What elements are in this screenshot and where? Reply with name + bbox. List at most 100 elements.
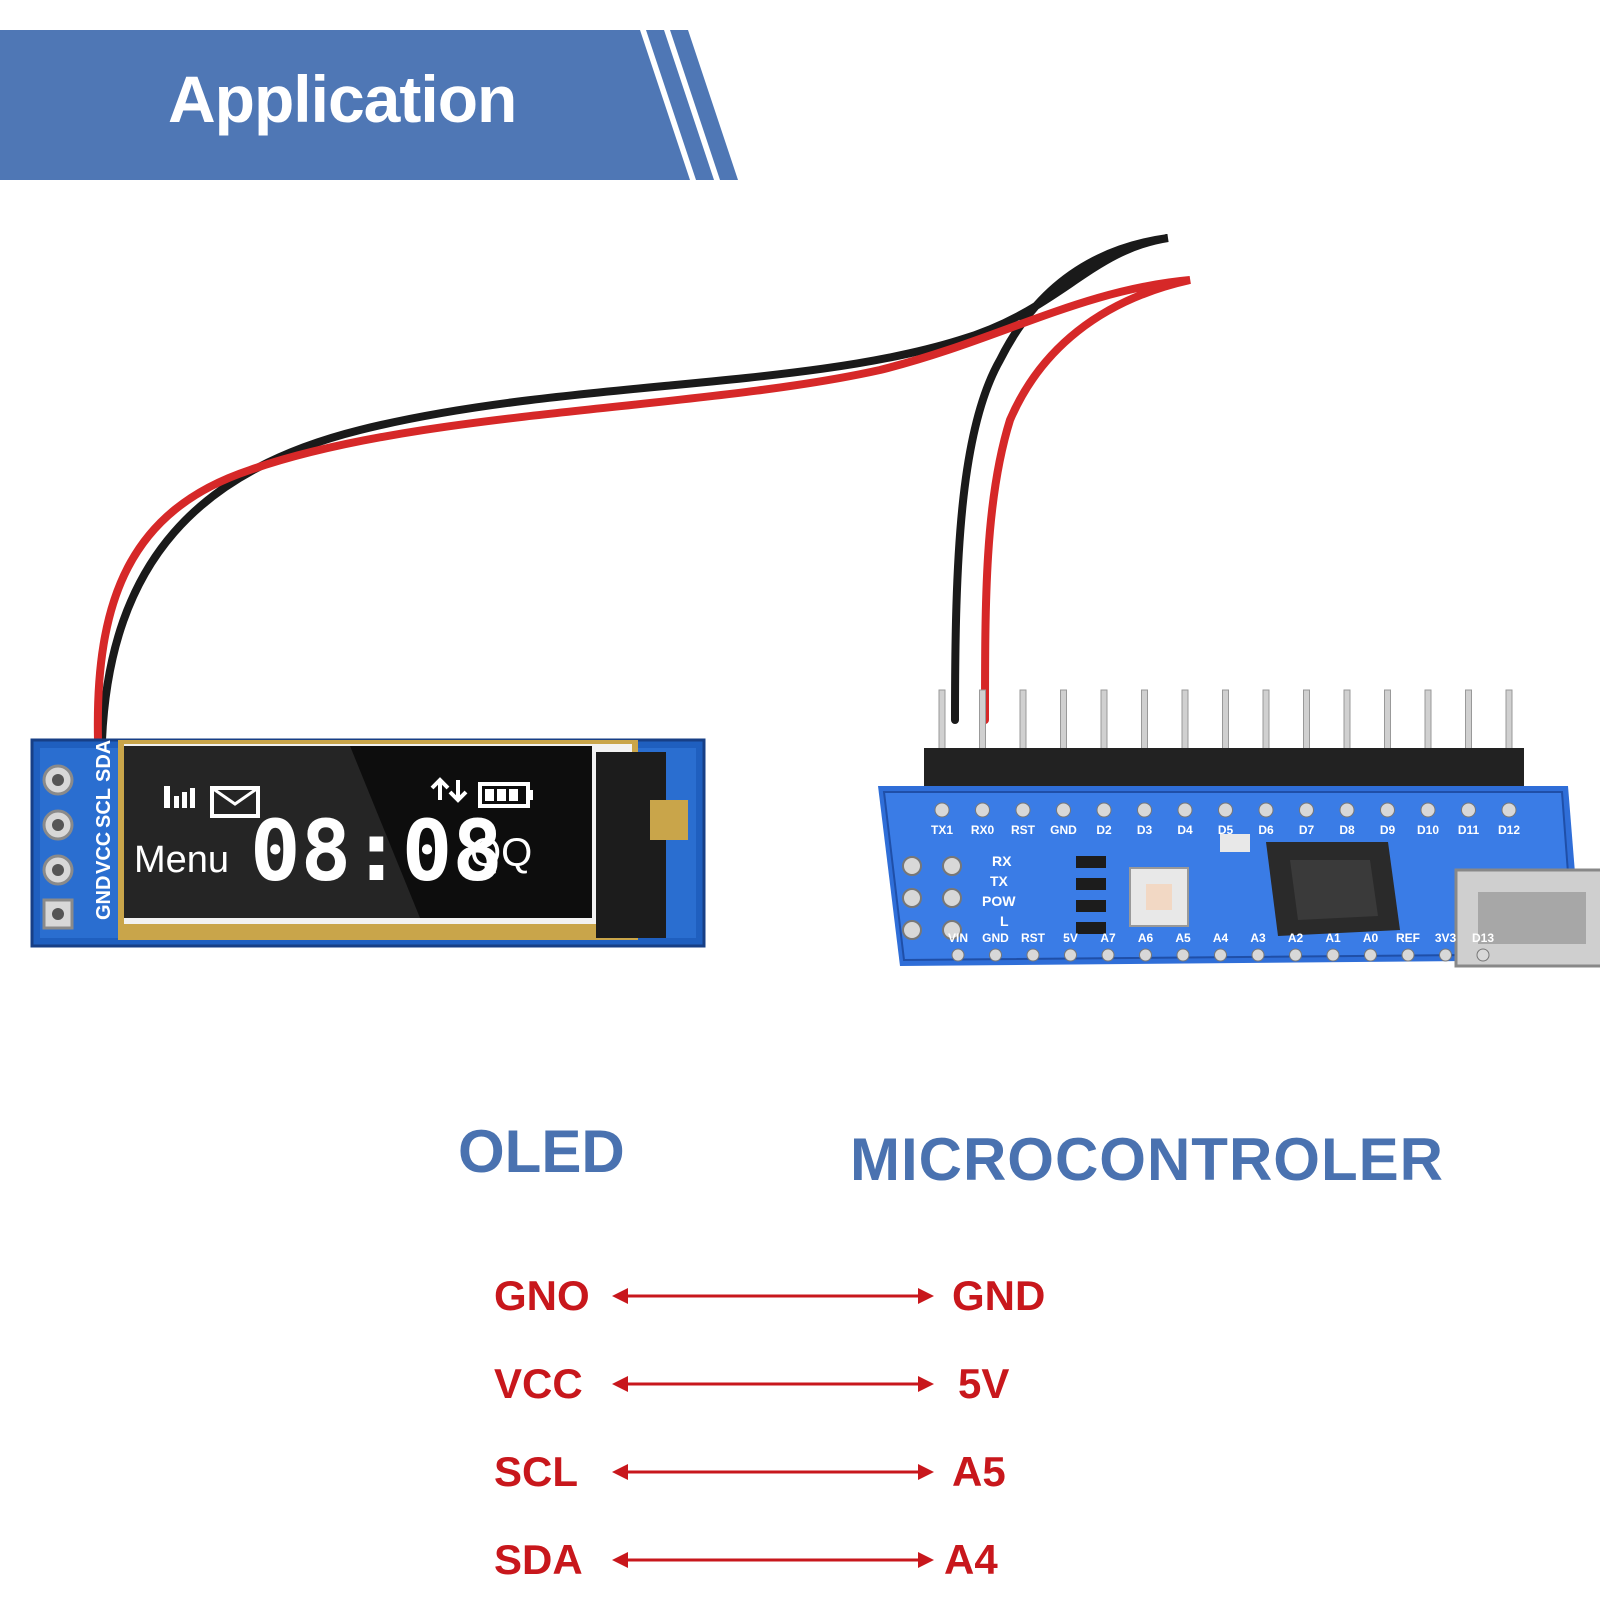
mcu-led-l: L — [1000, 913, 1009, 929]
banner-title: Application — [168, 62, 517, 136]
mcu-top-pin-label: GND — [1050, 823, 1077, 837]
oled-pin-label: SCL — [494, 1448, 578, 1495]
oled-pin-gnd: GND — [93, 876, 115, 920]
oled-pin-label: GNO — [494, 1272, 590, 1319]
solder-pad — [1401, 948, 1415, 962]
mcu-top-pin-label: D12 — [1498, 823, 1520, 837]
connection-row-scl: SCL A5 — [0, 1442, 1600, 1502]
solder-pad — [1476, 948, 1490, 962]
connection-row-sda: SDA A4 — [0, 1530, 1600, 1590]
header-pin — [1384, 689, 1391, 751]
mcu-top-pin-label: D4 — [1177, 823, 1193, 837]
mcu-led-rx: RX — [992, 853, 1012, 869]
double-arrow-icon — [612, 1288, 934, 1304]
solder-pad — [1420, 802, 1436, 818]
solder-pad — [1139, 948, 1152, 962]
mcu-top-pin-label: D5 — [1218, 823, 1234, 837]
mcu-top-pin-label: RST — [1011, 823, 1036, 837]
solder-pad — [1096, 802, 1112, 818]
solder-pad — [1501, 802, 1517, 818]
mcu-bottom-pin-label: D13 — [1472, 931, 1494, 945]
double-arrow-icon — [612, 1552, 934, 1568]
mcu-pin-label: GND — [952, 1272, 1046, 1319]
solder-pad — [1364, 948, 1377, 962]
mcu-top-pin-label: D11 — [1458, 823, 1480, 837]
mcu-top-pin-label: D2 — [1096, 823, 1112, 837]
oled-menu-text: Menu — [134, 839, 229, 881]
solder-pad — [1258, 802, 1274, 818]
solder-pad — [1056, 802, 1071, 818]
header-pin — [979, 689, 986, 751]
solder-pad — [1289, 948, 1302, 962]
mcu-bottom-pin-label: A0 — [1363, 931, 1379, 945]
oled-pin-label: VCC — [494, 1360, 583, 1407]
mcu-pin-label: A5 — [952, 1448, 1006, 1495]
header-pin — [938, 689, 946, 751]
black-wire — [98, 234, 1169, 744]
connection-row-gnd: GNO GND — [0, 1266, 1600, 1326]
mcu-bottom-pin-label: VIN — [948, 931, 968, 945]
oled-heading: OLED — [458, 1118, 625, 1185]
header-pin — [1505, 689, 1513, 751]
mcu-heading: MICROCONTROLER — [850, 1126, 1444, 1193]
solder-pad — [1218, 802, 1233, 818]
oled-pin-sda: SDA — [93, 740, 115, 782]
mcu-led-pow: POW — [982, 893, 1016, 909]
banner — [0, 30, 738, 180]
double-arrow-icon — [612, 1376, 934, 1392]
mcu-top-pin-label: D6 — [1258, 823, 1274, 837]
header-pin — [1303, 689, 1310, 751]
mcu-top-pin-label: D10 — [1417, 823, 1439, 837]
mcu-bottom-pin-label: A3 — [1250, 931, 1266, 945]
mcu-bottom-pin-label: GND — [982, 931, 1009, 945]
connection-row-vcc: VCC 5V — [0, 1354, 1600, 1414]
solder-pad — [1026, 948, 1040, 962]
mcu-top-pin-label: RX0 — [971, 823, 995, 837]
oled-module: Menu 08:08 QQ GND VCC SCL SDA — [30, 738, 706, 948]
double-arrow-icon — [612, 1464, 934, 1480]
solder-pad — [1176, 948, 1190, 962]
solder-pad — [1251, 948, 1265, 962]
header-pin — [1343, 689, 1351, 751]
header-pin — [1100, 689, 1108, 751]
solder-pad — [1015, 802, 1031, 818]
oled-pin-scl: SCL — [93, 788, 115, 828]
oled-time-text: 08:08 — [250, 802, 503, 900]
oled-app-text: QQ — [470, 831, 532, 875]
header-pin — [1141, 689, 1148, 751]
mcu-bottom-pin-label: 3V3 — [1435, 931, 1457, 945]
mcu-bottom-pin-label: A4 — [1213, 931, 1229, 945]
mcu-led-tx: TX — [990, 873, 1009, 889]
solder-pad — [1299, 802, 1314, 818]
solder-pad — [1214, 948, 1227, 962]
solder-pad — [989, 948, 1002, 962]
oled-pin-label: SDA — [494, 1536, 583, 1583]
mcu-bottom-pin-label: A1 — [1325, 931, 1341, 945]
solder-pad — [975, 802, 990, 818]
mcu-top-pin-label: D7 — [1299, 823, 1315, 837]
solder-pad — [1064, 948, 1077, 962]
mcu-bottom-pin-label: RST — [1021, 931, 1046, 945]
mcu-bottom-pin-label: REF — [1396, 931, 1420, 945]
mcu-top-pin-label: D3 — [1137, 823, 1153, 837]
solder-pad — [934, 802, 950, 818]
mcu-bottom-pin-label: 5V — [1063, 931, 1078, 945]
mcu-top-pin-label: TX1 — [931, 823, 953, 837]
mcu-bottom-pin-label: A7 — [1100, 931, 1116, 945]
header-pin — [1222, 689, 1229, 751]
mcu-top-pin-label: D9 — [1380, 823, 1396, 837]
header-pin — [1465, 689, 1472, 751]
header-pin — [1424, 689, 1432, 751]
mcu-bottom-pin-label: A5 — [1175, 931, 1191, 945]
red-wire — [93, 276, 1191, 744]
header-pin — [1019, 689, 1027, 751]
solder-pad — [1326, 948, 1340, 962]
mcu-pin-label: A4 — [944, 1536, 998, 1583]
header-pin — [1060, 689, 1067, 751]
solder-pad — [1101, 948, 1115, 962]
solder-pad — [1177, 802, 1193, 818]
wiring-photo: Menu 08:08 QQ GND VCC SCL SDA — [30, 234, 1600, 968]
mcu-top-pin-label: D8 — [1339, 823, 1355, 837]
mcu-pin-label: 5V — [958, 1360, 1010, 1407]
